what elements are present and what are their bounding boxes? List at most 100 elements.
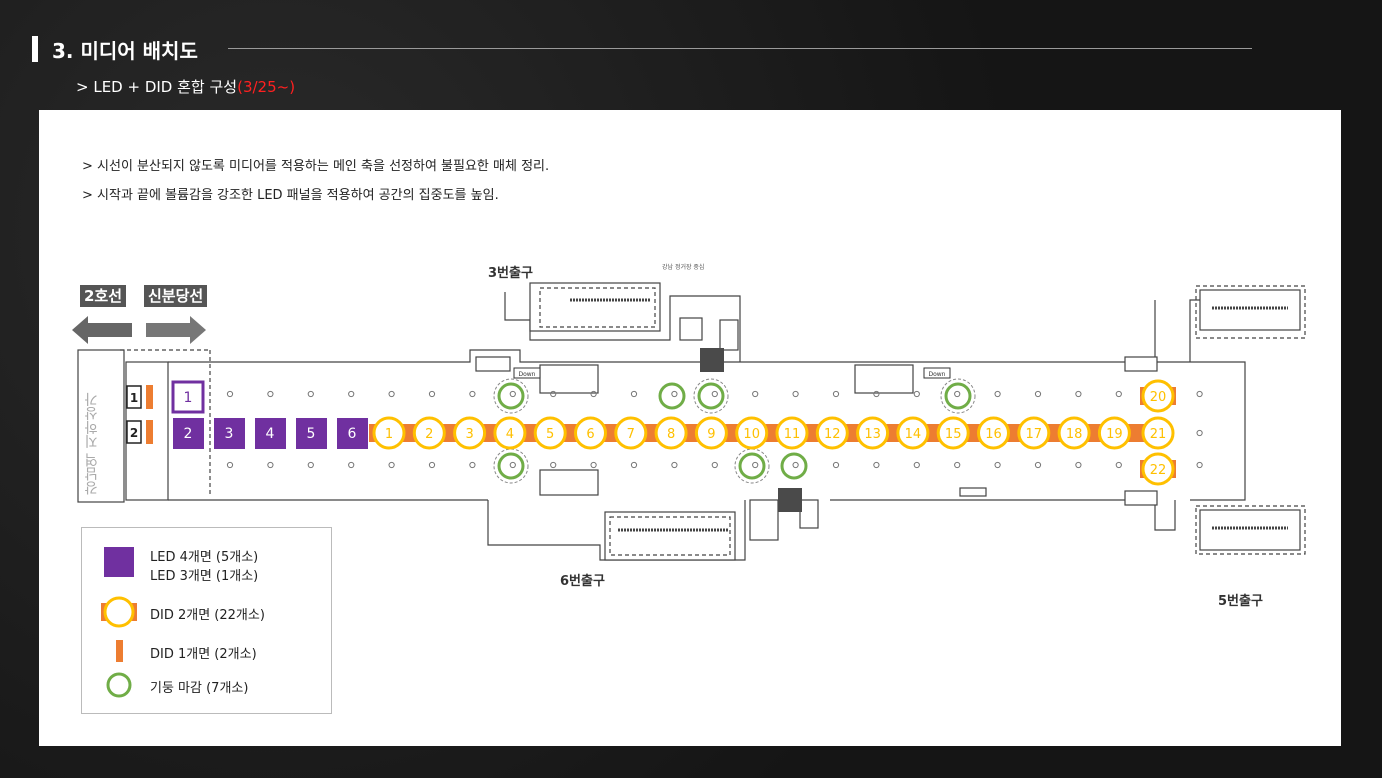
legend-led-line1: LED 4개면 (5개소) xyxy=(150,550,259,565)
did2-ring xyxy=(815,416,849,450)
column-dot xyxy=(1196,429,1203,437)
column-dot xyxy=(307,390,314,398)
pillar-outline xyxy=(734,448,770,484)
did2-label: 1 xyxy=(385,427,393,442)
did1-panel xyxy=(146,420,153,444)
did2-label: 2 xyxy=(425,427,433,442)
column-dot xyxy=(388,461,395,469)
column-dot xyxy=(1115,390,1122,398)
did2-label: 15 xyxy=(945,427,962,442)
column-dot xyxy=(267,461,274,469)
exit-5-label: 5번출구 xyxy=(1218,594,1263,609)
pillar-finish xyxy=(944,382,972,410)
led-panel xyxy=(296,418,327,449)
legend-did1: DID 1개면 (2개소) xyxy=(150,647,257,662)
shinbundang-tag: 신분당선 xyxy=(144,285,208,307)
direction-arrows xyxy=(72,316,206,344)
title-divider xyxy=(228,48,1252,49)
note-1: > 시선이 분산되지 않도록 미디어를 적용하는 메인 축을 선정하여 불필요한… xyxy=(82,159,550,174)
column-dot xyxy=(873,390,880,398)
column-dot xyxy=(590,390,597,398)
did2-ring xyxy=(453,416,487,450)
column-dot xyxy=(752,390,759,398)
did2-ring xyxy=(735,416,769,450)
column-dot xyxy=(792,390,799,398)
did2-ring xyxy=(856,416,890,450)
column-dot xyxy=(954,390,961,398)
pillar-outline xyxy=(693,378,729,414)
did2-ring xyxy=(1097,416,1131,450)
column-dot xyxy=(267,390,274,398)
did2-ring xyxy=(936,416,970,450)
did2-label: 13 xyxy=(864,427,881,442)
did2-label: 20 xyxy=(1150,390,1167,405)
column-dot xyxy=(792,461,799,469)
did2-ring xyxy=(614,416,648,450)
column-dot xyxy=(994,461,1001,469)
did1-panel xyxy=(146,385,153,409)
column-dot xyxy=(630,461,638,469)
column-dot xyxy=(428,461,436,469)
down-sign-label: Down xyxy=(518,371,535,378)
column-dot xyxy=(630,390,638,398)
legend-did2: DID 2개면 (22개소) xyxy=(150,608,265,623)
did2-label: 22 xyxy=(1150,463,1167,478)
led-label: 4 xyxy=(266,426,275,442)
pillar-finish xyxy=(780,452,808,480)
column-dot xyxy=(994,390,1001,398)
column-dot xyxy=(913,461,920,469)
legend-pillar: 기둥 마감 (7개소) xyxy=(150,681,249,696)
did2-ring xyxy=(412,416,446,450)
down-sign xyxy=(923,367,951,379)
column-dot xyxy=(913,390,920,398)
column-dot xyxy=(711,461,718,469)
led-panel xyxy=(171,380,205,414)
did2-ring xyxy=(654,416,688,450)
led-label: 3 xyxy=(225,426,234,442)
did2-ring xyxy=(694,416,728,450)
did2-label: 8 xyxy=(667,427,675,442)
column-dot xyxy=(1196,390,1203,398)
mall-label: 강남역 지하상가 xyxy=(84,392,100,495)
column-dot xyxy=(671,461,678,469)
dark-column-top xyxy=(700,348,724,372)
led-label: 1 xyxy=(184,390,193,406)
column-dot xyxy=(590,461,597,469)
column-dot xyxy=(711,390,718,398)
did2-label: 17 xyxy=(1026,427,1043,442)
column-dot xyxy=(428,390,436,398)
did2-label: 18 xyxy=(1066,427,1083,442)
line2-tag: 2호선 xyxy=(80,285,127,307)
column-dot xyxy=(348,390,355,398)
did2-label: 4 xyxy=(506,427,514,442)
did2-label: 5 xyxy=(546,427,554,442)
did2-ring xyxy=(1141,452,1175,486)
column-dot xyxy=(1034,390,1042,398)
column-dot xyxy=(226,461,234,469)
column-dot xyxy=(1075,390,1082,398)
did2-ring xyxy=(1141,379,1175,413)
column-dot xyxy=(509,390,516,398)
did1-box xyxy=(126,385,142,409)
legend-led-line2: LED 3개면 (1개소) xyxy=(150,569,259,584)
column-dot xyxy=(671,390,678,398)
exit-3-label: 3번출구 xyxy=(488,266,533,281)
did2-label: 7 xyxy=(627,427,635,442)
led-panel xyxy=(214,418,245,449)
column-dot xyxy=(1196,461,1203,469)
led-panel xyxy=(337,418,368,449)
did2-ring xyxy=(1141,416,1175,450)
did2-ring xyxy=(977,416,1010,450)
column-dot xyxy=(550,461,557,469)
did2-ring xyxy=(372,416,406,450)
page-subtitle: > LED + DID 혼합 구성(3/25~) xyxy=(76,76,295,97)
column-dot xyxy=(832,461,840,469)
pillar-outline xyxy=(493,378,529,414)
pillar-finish xyxy=(497,382,525,410)
did1-label: 1 xyxy=(130,391,138,405)
column-dot xyxy=(1075,461,1082,469)
led-label: 2 xyxy=(184,426,193,442)
did2-label: 11 xyxy=(784,427,801,442)
column-dot xyxy=(832,390,840,398)
